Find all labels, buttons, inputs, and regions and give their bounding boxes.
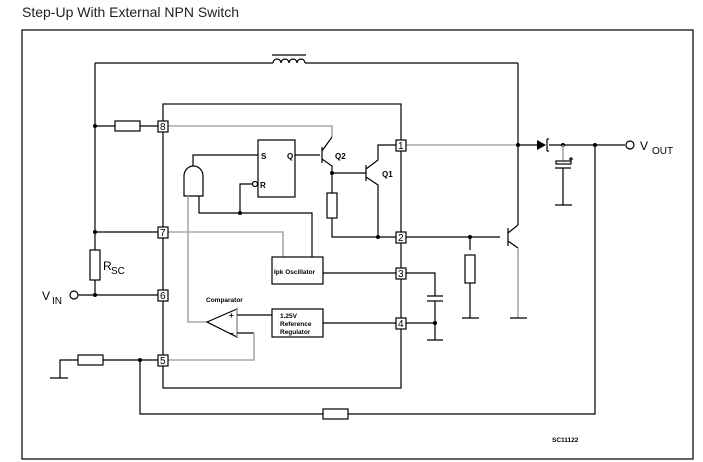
circuit-element: 2: [398, 233, 404, 244]
label-vout: V: [640, 139, 648, 153]
figure-code: SC11122: [552, 437, 579, 444]
circuit-element: [192, 154, 258, 166]
circuit-element: [516, 143, 520, 147]
pin-7: 7: [157, 226, 169, 239]
label-q: Q: [287, 152, 293, 161]
and-gate: [183, 165, 204, 197]
sr-flipflop: [257, 139, 296, 198]
circuit-element: [237, 314, 272, 334]
circuit-element: [376, 235, 380, 239]
pin-5: 5: [157, 354, 169, 367]
circuit-element: [198, 183, 313, 257]
label-vin: V: [42, 289, 50, 303]
circuit-element: [395, 317, 407, 330]
label-s: S: [261, 152, 267, 161]
q2-transistor: [321, 136, 406, 238]
pin-3: 3: [395, 267, 407, 280]
label-comparator: Comparator: [206, 297, 243, 304]
circuit-element: [251, 180, 259, 188]
circuit-element: [555, 160, 572, 165]
circuit-element: 5: [160, 356, 166, 367]
label-r: R: [260, 181, 266, 190]
circuit-element: [272, 58, 306, 64]
circuit-element: [168, 333, 255, 361]
circuit-element: [157, 120, 169, 133]
circuit-element: [93, 293, 97, 297]
diode: [537, 140, 546, 150]
circuit-element: 1: [398, 141, 404, 152]
circuit-element: [555, 157, 573, 206]
inductor: [95, 54, 518, 64]
label-vout-sub: OUT: [652, 146, 673, 157]
label-plus: +: [229, 311, 234, 320]
circuit-element: [157, 226, 169, 239]
vin-terminal: [69, 290, 79, 300]
circuit-element: [395, 139, 407, 152]
circuit-element: [507, 224, 519, 249]
diagram-title: Step-Up With External NPN Switch: [22, 4, 240, 20]
circuit-element: [330, 171, 334, 175]
pin-8: 8: [157, 120, 169, 133]
resistor-ground: [77, 354, 104, 366]
label-rsc: R: [103, 259, 112, 273]
circuit-element: [93, 230, 97, 234]
circuit-element: [321, 136, 406, 238]
resistor-base: [464, 254, 476, 284]
resistor-feedback: [322, 408, 349, 420]
circuit-element: [138, 358, 142, 362]
label-rsc-sub: SC: [111, 266, 125, 277]
resistor-q2: [326, 192, 338, 219]
label-ref-3: Regulator: [280, 329, 311, 336]
circuit-element: 3: [398, 269, 404, 280]
circuit-element: [238, 211, 242, 215]
label-q2: Q2: [335, 152, 346, 161]
circuit-element: [468, 235, 472, 239]
pin-1: 1: [395, 139, 407, 152]
circuit-element: [157, 289, 169, 302]
timing-capacitor: [406, 272, 443, 341]
pin7-internal: [168, 231, 284, 257]
circuit-element: 8: [160, 122, 166, 133]
label-ref-2: Reference: [280, 321, 312, 328]
circuit-element: [395, 267, 407, 280]
output-capacitor: [555, 145, 573, 206]
label-ref-1: 1.25V: [280, 313, 298, 320]
circuit-element: [93, 124, 97, 128]
circuit-element: 6: [160, 291, 166, 302]
circuit-element: 4: [398, 319, 404, 330]
ic-outline: [162, 103, 402, 389]
circuit-element: [546, 138, 549, 152]
label-minus: −: [229, 329, 234, 338]
pin8-internal: [168, 125, 333, 137]
label-oscillator: Ipk Oscillator: [274, 269, 316, 276]
frame: [21, 29, 694, 460]
comparator-output: [187, 196, 207, 323]
label-vin-sub: IN: [52, 296, 62, 307]
label-q1: Q1: [382, 170, 393, 179]
output-wire: [517, 63, 625, 225]
pin-4: 4: [395, 317, 407, 330]
resistor-pin8: [114, 120, 141, 132]
rsc-resistor: [89, 249, 101, 281]
vout-terminal: [625, 140, 635, 150]
circuit-element: 7: [160, 228, 166, 239]
q1-transistor: [365, 144, 396, 237]
pin2-wire: [406, 236, 500, 319]
pin-6: 6: [157, 289, 169, 302]
reference-regulator: [271, 308, 324, 338]
pin-2: 2: [395, 231, 407, 244]
circuit-element: [157, 354, 169, 367]
ipk-oscillator: [271, 256, 324, 285]
circuit-element: [395, 231, 407, 244]
circuit-element: [433, 321, 437, 325]
circuit-element: [365, 144, 396, 237]
external-npn-transistor: [507, 224, 527, 319]
circuit-element: [593, 143, 597, 147]
feedback-wire: [50, 145, 596, 415]
